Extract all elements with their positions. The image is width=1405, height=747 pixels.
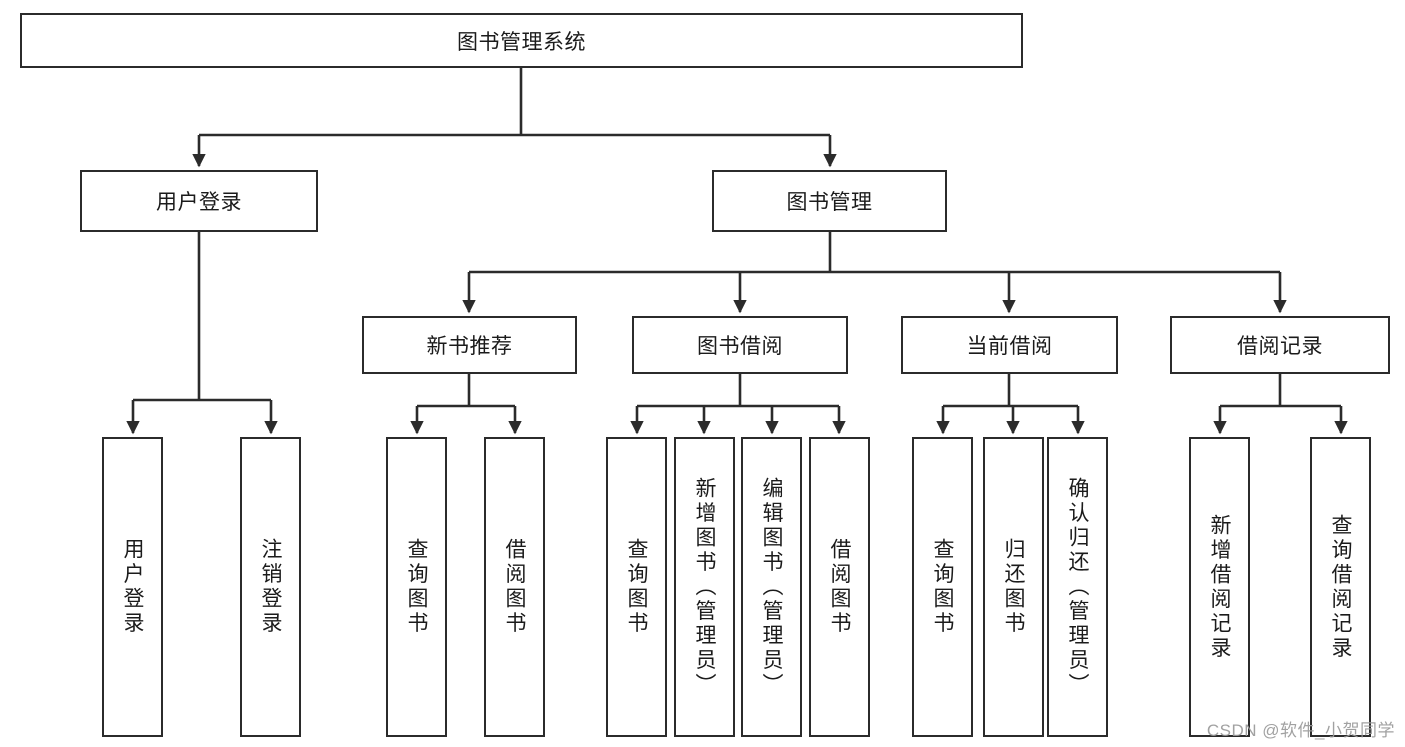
node-label: 归还图书: [1002, 538, 1025, 636]
node-label: 借阅记录: [1237, 335, 1323, 358]
node-current-borrowing[interactable]: 当前借阅: [901, 316, 1118, 374]
node-label: 注销登录: [259, 538, 282, 636]
node-leaf-add-borrow-record[interactable]: 新增借阅记录: [1189, 437, 1250, 737]
node-leaf-query-books-current[interactable]: 查询图书: [912, 437, 973, 737]
node-leaf-return-books[interactable]: 归还图书: [983, 437, 1044, 737]
node-label: 查询图书: [931, 538, 954, 636]
node-leaf-borrow-books-new[interactable]: 借阅图书: [484, 437, 545, 737]
node-label: 新增图书（管理员）: [693, 476, 716, 698]
node-label: 查询图书: [625, 538, 648, 636]
node-leaf-confirm-return-admin[interactable]: 确认归还（管理员）: [1047, 437, 1108, 737]
node-leaf-query-borrow-record[interactable]: 查询借阅记录: [1310, 437, 1371, 737]
node-leaf-query-books-borrow[interactable]: 查询图书: [606, 437, 667, 737]
node-book-management[interactable]: 图书管理: [712, 170, 947, 232]
node-leaf-logout[interactable]: 注销登录: [240, 437, 301, 737]
node-label: 用户登录: [156, 191, 242, 214]
node-book-borrowing[interactable]: 图书借阅: [632, 316, 848, 374]
node-label: 新书推荐: [426, 335, 513, 358]
node-leaf-query-books-new[interactable]: 查询图书: [386, 437, 447, 737]
node-leaf-add-book-admin[interactable]: 新增图书（管理员）: [674, 437, 735, 737]
node-leaf-edit-book-admin[interactable]: 编辑图书（管理员）: [741, 437, 802, 737]
node-label: 确认归还（管理员）: [1066, 476, 1089, 698]
node-label: 编辑图书（管理员）: [760, 476, 783, 698]
node-label: 用户登录: [121, 538, 144, 636]
node-label: 查询图书: [405, 538, 428, 636]
node-label: 图书管理系统: [457, 30, 586, 54]
csdn-watermark: CSDN @软件_小贺同学: [1206, 721, 1395, 740]
node-label: 图书管理: [786, 191, 873, 214]
node-label: 借阅图书: [828, 538, 851, 636]
node-label: 借阅图书: [503, 538, 526, 636]
node-label: 图书借阅: [697, 335, 783, 358]
node-borrowing-records[interactable]: 借阅记录: [1170, 316, 1390, 374]
node-new-book-recommendation[interactable]: 新书推荐: [362, 316, 577, 374]
node-leaf-borrow-books[interactable]: 借阅图书: [809, 437, 870, 737]
node-label: 新增借阅记录: [1208, 513, 1231, 661]
node-user-login[interactable]: 用户登录: [80, 170, 318, 232]
node-label: 当前借阅: [966, 335, 1053, 358]
node-label: 查询借阅记录: [1329, 513, 1352, 661]
node-leaf-user-login[interactable]: 用户登录: [102, 437, 163, 737]
node-root-book-management-system[interactable]: 图书管理系统: [20, 13, 1023, 68]
